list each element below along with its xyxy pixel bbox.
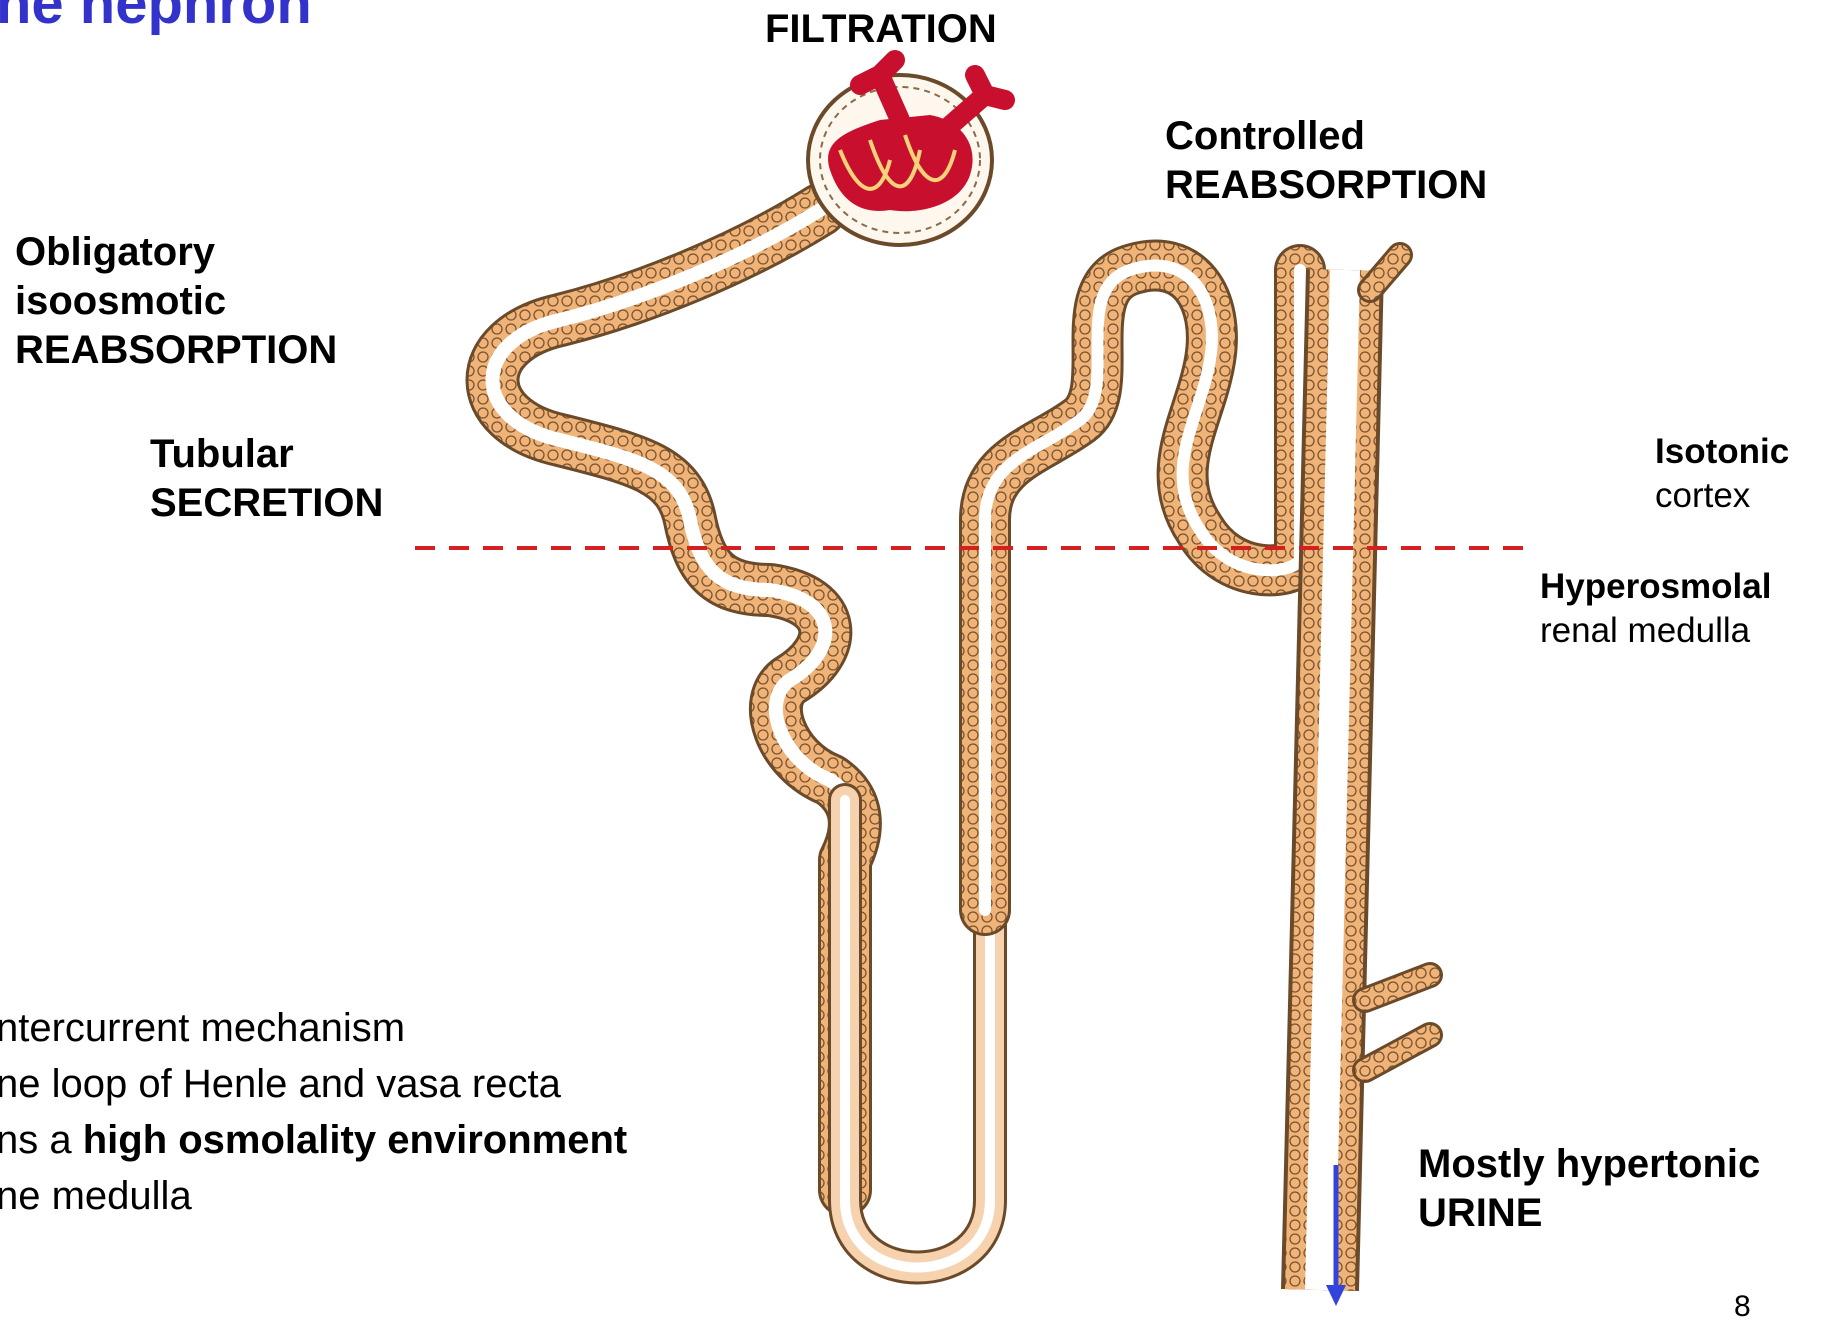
note-line-2: ne loop of Henle and vasa recta: [0, 1056, 627, 1112]
tubular-line-2: SECRETION: [150, 479, 383, 528]
controlled-line-1: Controlled: [1165, 112, 1487, 161]
countercurrent-note: ntercurrent mechanism ne loop of Henle a…: [0, 1000, 627, 1224]
urine-line-1: Mostly hypertonic: [1418, 1140, 1760, 1189]
note-line-3-bold: high osmolality environment: [83, 1118, 628, 1162]
page-number: 8: [1734, 1290, 1751, 1324]
note-line-3-prefix: ns a: [0, 1118, 83, 1162]
isotonic-cortex-label: Isotonic cortex: [1655, 430, 1789, 518]
filtration-label: FILTRATION: [765, 5, 997, 54]
distal-tubule: [985, 266, 1300, 910]
isotonic-text: Isotonic: [1655, 430, 1789, 474]
urine-label: Mostly hypertonic URINE: [1418, 1140, 1760, 1238]
urine-line-2: URINE: [1418, 1189, 1760, 1238]
note-line-4: ne medulla: [0, 1168, 627, 1224]
tubular-secretion-label: Tubular SECRETION: [150, 430, 383, 528]
obligatory-line-3: REABSORPTION: [15, 326, 337, 375]
note-line-3: ns a high osmolality environment: [0, 1112, 627, 1168]
tubular-line-1: Tubular: [150, 430, 383, 479]
hyperosmolal-text: Hyperosmolal: [1540, 565, 1771, 609]
collecting-duct: [1320, 255, 1430, 1290]
renal-medulla-text: renal medulla: [1540, 609, 1771, 653]
cortex-text: cortex: [1655, 474, 1789, 518]
obligatory-line-2: isoosmotic: [15, 277, 337, 326]
obligatory-line-1: Obligatory: [15, 228, 337, 277]
glomerulus: [808, 60, 1005, 245]
controlled-reabsorption-label: Controlled REABSORPTION: [1165, 112, 1487, 210]
hyperosmolal-medulla-label: Hyperosmolal renal medulla: [1540, 565, 1771, 653]
controlled-line-2: REABSORPTION: [1165, 161, 1487, 210]
obligatory-reabsorption-label: Obligatory isoosmotic REABSORPTION: [15, 228, 337, 374]
note-line-1: ntercurrent mechanism: [0, 1000, 627, 1056]
